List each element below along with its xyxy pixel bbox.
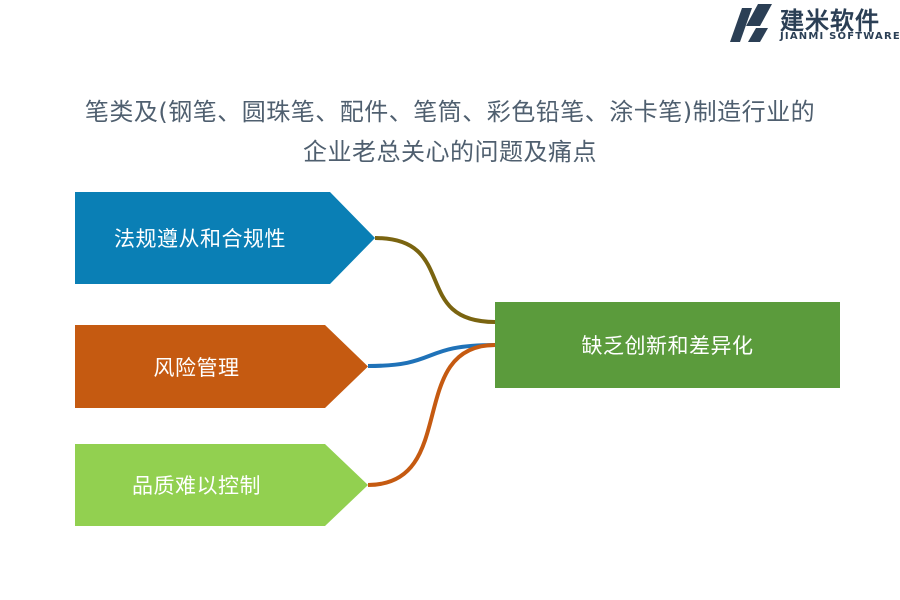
connector-3	[367, 343, 496, 487]
source-box-compliance: 法规遵从和合规性	[75, 192, 375, 284]
target-box-innovation: 缺乏创新和差异化	[495, 302, 840, 388]
source-box-risk-management: 风险管理	[75, 325, 368, 408]
page-title: 笔类及(钢笔、圆珠笔、配件、笔筒、彩色铅笔、涂卡笔)制造行业的 企业老总关心的问…	[20, 92, 880, 172]
page-title-line-2: 企业老总关心的问题及痛点	[303, 138, 597, 166]
connector-1	[374, 236, 496, 324]
jianmi-logo-icon	[730, 4, 772, 42]
source-box-label: 品质难以控制	[132, 474, 261, 498]
page-title-line-1: 笔类及(钢笔、圆珠笔、配件、笔筒、彩色铅笔、涂卡笔)制造行业的	[84, 98, 816, 126]
brand-name-en: JIANMI SOFTWARE	[780, 31, 900, 42]
brand-logo: 建米软件 JIANMI SOFTWARE	[724, 0, 900, 48]
target-box-label: 缺乏创新和差异化	[581, 334, 754, 358]
source-box-quality-control: 品质难以控制	[75, 444, 368, 526]
brand-name-cn: 建米软件	[780, 7, 880, 35]
connector-2	[367, 343, 496, 368]
source-box-label: 法规遵从和合规性	[114, 227, 286, 251]
source-box-label: 风险管理	[153, 355, 240, 380]
